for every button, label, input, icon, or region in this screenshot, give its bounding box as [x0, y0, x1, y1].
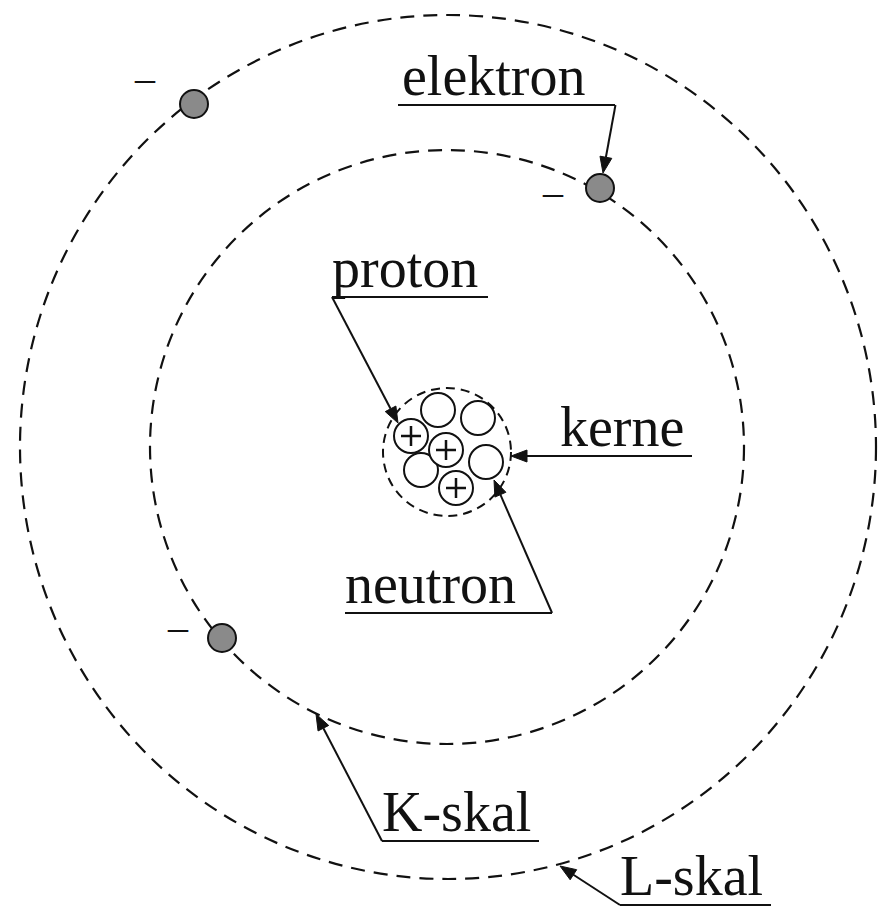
charge-sign: – — [543, 172, 563, 212]
arrowhead — [511, 450, 527, 462]
neutron-symbol — [461, 401, 495, 435]
part-label: elektron — [398, 48, 615, 106]
electron-symbol — [586, 174, 614, 202]
plus-sign — [401, 426, 421, 446]
electron-symbol — [208, 624, 236, 652]
arrowhead — [385, 406, 398, 423]
part-label: proton — [332, 240, 488, 298]
neutron-symbol — [421, 393, 455, 427]
part-label: K-skal — [382, 784, 539, 842]
arrowhead — [560, 866, 577, 880]
leader-arrow — [332, 297, 398, 423]
arrowhead — [316, 714, 329, 731]
leader-line — [332, 297, 391, 409]
leader-line — [573, 875, 620, 905]
arrowhead — [600, 156, 612, 173]
neutron-symbol — [469, 445, 503, 479]
leader-line — [323, 728, 382, 841]
charge-sign: – — [135, 58, 155, 98]
leader-line — [527, 455, 560, 457]
part-label: L-skal — [620, 848, 771, 906]
electron-symbol — [180, 90, 208, 118]
arrowhead — [494, 480, 506, 497]
part-label: kerne — [560, 399, 692, 457]
charge-sign: – — [168, 607, 188, 647]
leader-arrow — [560, 866, 620, 905]
proton-symbol — [429, 433, 463, 467]
proton-symbol — [439, 471, 473, 505]
leader-arrow — [316, 714, 382, 841]
nucleus-boundary — [383, 388, 511, 516]
electrons — [180, 90, 614, 652]
part-label: neutron — [345, 556, 552, 614]
proton-symbol — [394, 419, 428, 453]
plus-sign — [446, 478, 466, 498]
leader-arrow — [600, 105, 615, 173]
k-shell-orbit — [150, 150, 744, 744]
leader-line — [606, 105, 616, 157]
leader-arrow — [511, 450, 560, 462]
plus-sign — [436, 440, 456, 460]
l-shell-orbit — [20, 15, 876, 879]
plus-signs — [401, 426, 466, 498]
nucleons — [394, 393, 503, 505]
